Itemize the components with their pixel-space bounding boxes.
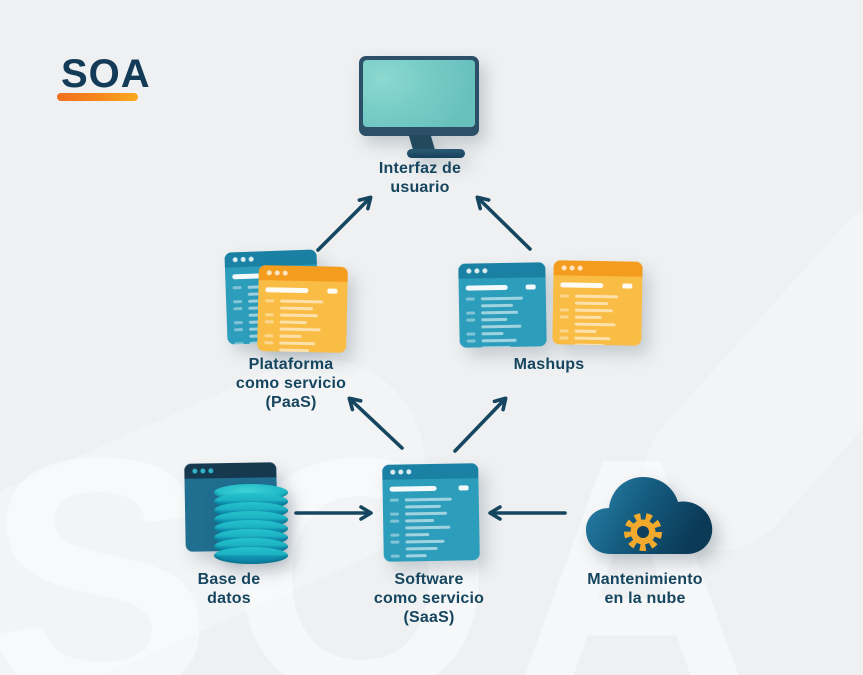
browser-window-icon <box>458 262 547 348</box>
window-titlebar <box>184 462 277 479</box>
browser-window-icon <box>552 260 643 346</box>
window-dots-icon <box>266 270 272 276</box>
node-label-paas: Plataforma como servicio (PaaS) <box>235 356 347 412</box>
arrow-paas-to-ui <box>316 195 373 252</box>
window-titlebar <box>382 463 479 480</box>
browser-window-icon <box>382 463 480 562</box>
window-dots-icon <box>561 265 567 271</box>
monitor-icon <box>359 56 479 158</box>
cloud-icon <box>581 466 717 561</box>
window-dots-icon <box>232 257 238 263</box>
browser-window-icon <box>257 265 348 353</box>
node-label-saas: Software como servicio (SaaS) <box>373 571 485 627</box>
monitor-frame <box>359 56 479 136</box>
gear-icon <box>624 513 662 551</box>
node-label-interfaz-de-usuario: Interfaz de usuario <box>378 160 462 197</box>
window-dots-icon <box>466 268 472 274</box>
window-titlebar <box>553 260 643 277</box>
monitor-base <box>407 149 465 158</box>
logo-underline <box>57 93 138 101</box>
window-dots-icon <box>192 468 198 474</box>
logo-text: SOA <box>61 52 151 96</box>
database-icon <box>214 484 288 564</box>
node-label-base-de-datos: Base de datos <box>197 571 261 608</box>
node-label-mantenimiento: Mantenimiento en la nube <box>587 571 703 608</box>
node-label-mashups: Mashups <box>513 356 585 373</box>
arrow-mashups-to-ui <box>475 195 532 251</box>
window-dots-icon <box>390 469 396 475</box>
window-titlebar <box>458 262 546 279</box>
monitor-screen <box>363 60 475 127</box>
